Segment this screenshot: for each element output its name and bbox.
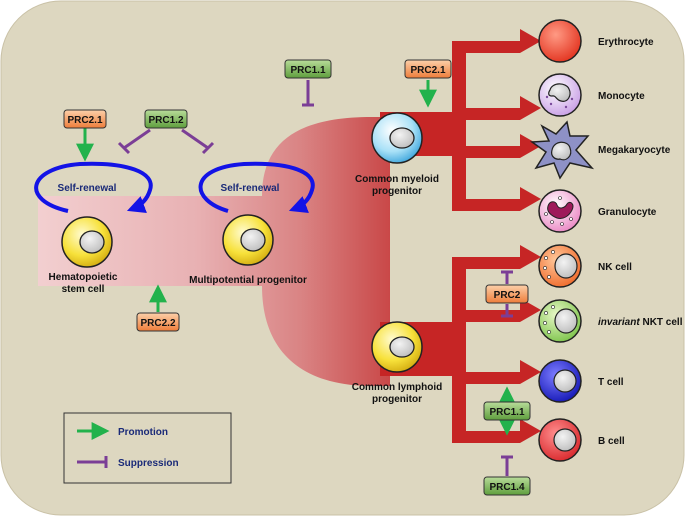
prc22-box: PRC2.2 xyxy=(136,312,180,332)
legend-promotion-label: Promotion xyxy=(118,427,168,438)
suppression-arrow-prc12-mpp xyxy=(181,128,215,155)
prc14-box: PRC1.4 xyxy=(483,476,531,496)
svg-text:PRC2.1: PRC2.1 xyxy=(410,65,445,76)
prc21-myeloid-box: PRC2.1 xyxy=(404,59,452,79)
t-cell-label: T cell xyxy=(598,377,624,388)
nk-cell xyxy=(538,244,582,288)
t-cell xyxy=(538,359,582,403)
self-renewal-loop-hsc xyxy=(34,161,153,213)
b-cell xyxy=(538,418,582,462)
cmp-label-line1: Common myeloid xyxy=(355,174,439,185)
common-myeloid-progenitor-cell xyxy=(371,112,423,164)
suppression-arrow-prc2-nkt xyxy=(501,304,513,318)
granulocyte-cell xyxy=(538,189,582,233)
svg-text:PRC2: PRC2 xyxy=(494,290,521,301)
invariant-nkt-cell xyxy=(538,299,582,343)
monocyte-cell xyxy=(538,73,582,117)
legend-suppression-label: Suppression xyxy=(118,458,179,469)
erythrocyte-cell xyxy=(538,19,582,63)
suppression-arrow-prc2-nk xyxy=(501,270,513,284)
svg-text:PRC1.2: PRC1.2 xyxy=(148,115,183,126)
clp-label-line2: progenitor xyxy=(372,394,422,405)
nk-cell-label: NK cell xyxy=(598,262,632,273)
prc21-hsc-box: PRC2.1 xyxy=(63,109,107,129)
hsc-label-line1: Hematopoietic xyxy=(49,272,118,283)
svg-text:PRC2.2: PRC2.2 xyxy=(140,318,175,329)
svg-text:PRC1.1: PRC1.1 xyxy=(290,65,325,76)
suppression-arrow-prc14 xyxy=(501,455,513,476)
suppression-arrow-prc12-hsc xyxy=(117,128,151,155)
differentiation-band xyxy=(38,117,390,386)
cmp-label-line2: progenitor xyxy=(372,186,422,197)
hematopoietic-stem-cell xyxy=(61,216,113,268)
prc11-cmp-box: PRC1.1 xyxy=(284,59,332,79)
monocyte-label: Monocyte xyxy=(598,91,645,102)
self-renewal-label-hsc: Self-renewal xyxy=(58,183,117,194)
svg-text:PRC1.1: PRC1.1 xyxy=(489,407,524,418)
nkt-cell-text: NKT cell xyxy=(640,317,683,328)
clp-label-line1: Common lymphoid xyxy=(352,382,443,393)
hsc-label-line2: stem cell xyxy=(62,284,105,295)
self-renewal-label-mpp: Self-renewal xyxy=(221,183,280,194)
multipotential-progenitor-cell xyxy=(222,214,274,266)
legend: Promotion Suppression xyxy=(63,412,232,484)
prc12-box: PRC1.2 xyxy=(144,109,188,129)
suppression-arrow-prc11-cmp xyxy=(302,80,314,107)
prc2-box: PRC2 xyxy=(485,284,529,304)
invariant-italic-text: invariant xyxy=(598,317,640,328)
self-renewal-loop-mpp xyxy=(198,161,315,213)
lymphoid-lineage-arrows xyxy=(380,245,541,443)
mpp-label: Multipotential progenitor xyxy=(189,275,307,286)
common-lymphoid-progenitor-cell xyxy=(371,321,423,373)
megakaryocyte-cell xyxy=(529,120,595,180)
svg-text:PRC2.1: PRC2.1 xyxy=(67,115,102,126)
svg-text:PRC1.4: PRC1.4 xyxy=(489,482,524,493)
prc11-t-box: PRC1.1 xyxy=(483,401,531,421)
megakaryocyte-label: Megakaryocyte xyxy=(598,145,671,156)
legend-suppression-arrow xyxy=(77,456,108,468)
invariant-nkt-cell-label: invariant NKT cell xyxy=(598,317,683,328)
myeloid-lineage-arrows xyxy=(380,29,541,211)
b-cell-label: B cell xyxy=(598,436,625,447)
granulocyte-label: Granulocyte xyxy=(598,207,657,218)
erythrocyte-label: Erythrocyte xyxy=(598,37,654,48)
